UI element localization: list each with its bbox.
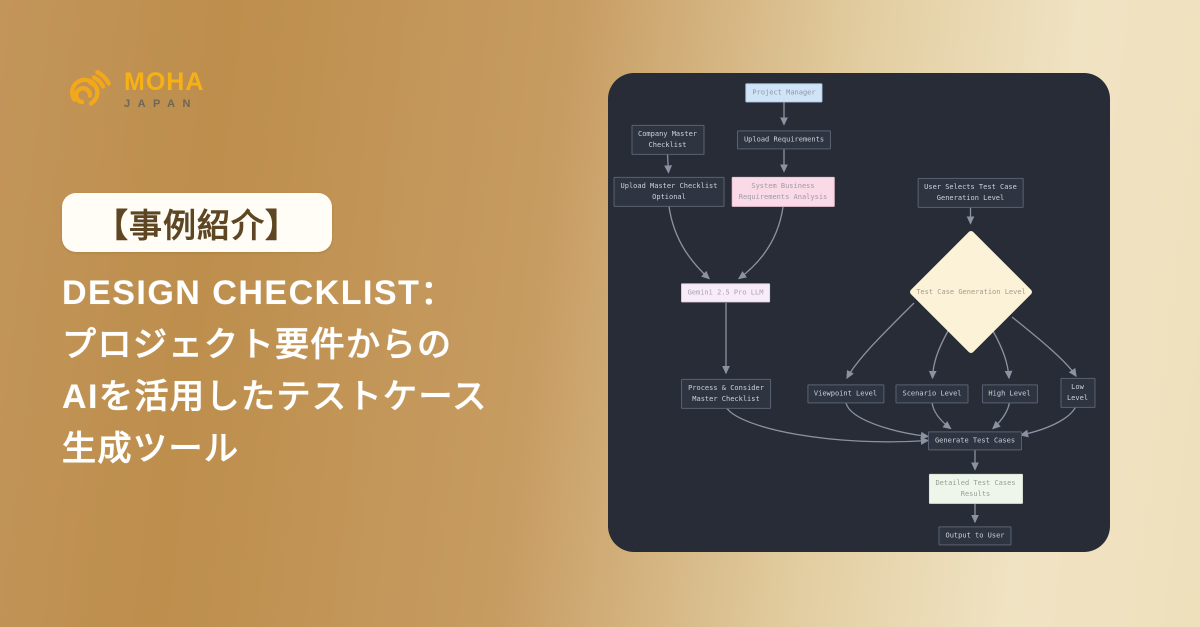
node-system-business-requirements-analysis: System Business Requirements Analysis xyxy=(731,176,835,207)
title-line-4: 生成ツール xyxy=(62,430,240,468)
node-detailed-test-cases-results: Detailed Test Cases Results xyxy=(928,473,1023,505)
node-low-level: Low Level xyxy=(1059,377,1096,409)
node-user-selects-level: User Selects Test Case Generation Level xyxy=(917,177,1024,208)
node-process-consider-master-checklist: Process & Consider Master Checklist xyxy=(681,378,771,410)
node-viewpoint-level: Viewpoint Level xyxy=(806,384,885,404)
title-line-1: DESIGN CHECKLIST： xyxy=(62,274,456,312)
node-test-case-generation-level: Test Case Generation Level xyxy=(916,288,1026,296)
moha-swirl-icon xyxy=(64,64,116,116)
node-upload-requirements: Upload Requirements xyxy=(736,129,832,150)
page-title: DESIGN CHECKLIST： プロジェクト要件からの AIを活用したテスト… xyxy=(62,267,488,475)
node-company-master-checklist: Company Master Checklist xyxy=(630,124,705,156)
node-project-manager: Project Manager xyxy=(745,82,823,103)
case-study-badge: 【事例紹介】 xyxy=(62,193,332,252)
flowchart-edges xyxy=(664,102,1078,524)
brand-name: MOHA xyxy=(124,68,205,96)
flowchart-panel: Test Case Generation Level Project Manag… xyxy=(608,73,1110,552)
node-upload-master-checklist-optional: Upload Master Checklist Optional xyxy=(613,176,725,208)
brand-text: MOHA JAPAN xyxy=(124,70,204,110)
title-line-2: プロジェクト要件からの xyxy=(62,326,453,364)
node-gemini-llm: Gemini 2.5 Pro LLM xyxy=(680,283,771,303)
node-generate-test-cases: Generate Test Cases xyxy=(927,431,1023,451)
node-scenario-level: Scenario Level xyxy=(895,383,969,404)
node-high-level: High Level xyxy=(981,383,1038,404)
node-output-to-user: Output to User xyxy=(938,526,1012,546)
badge-label: 【事例紹介】 xyxy=(95,206,299,244)
brand-logo: MOHA JAPAN xyxy=(64,64,204,116)
title-line-3: AIを活用したテストケース xyxy=(62,378,488,416)
brand-sub: JAPAN xyxy=(124,98,198,110)
